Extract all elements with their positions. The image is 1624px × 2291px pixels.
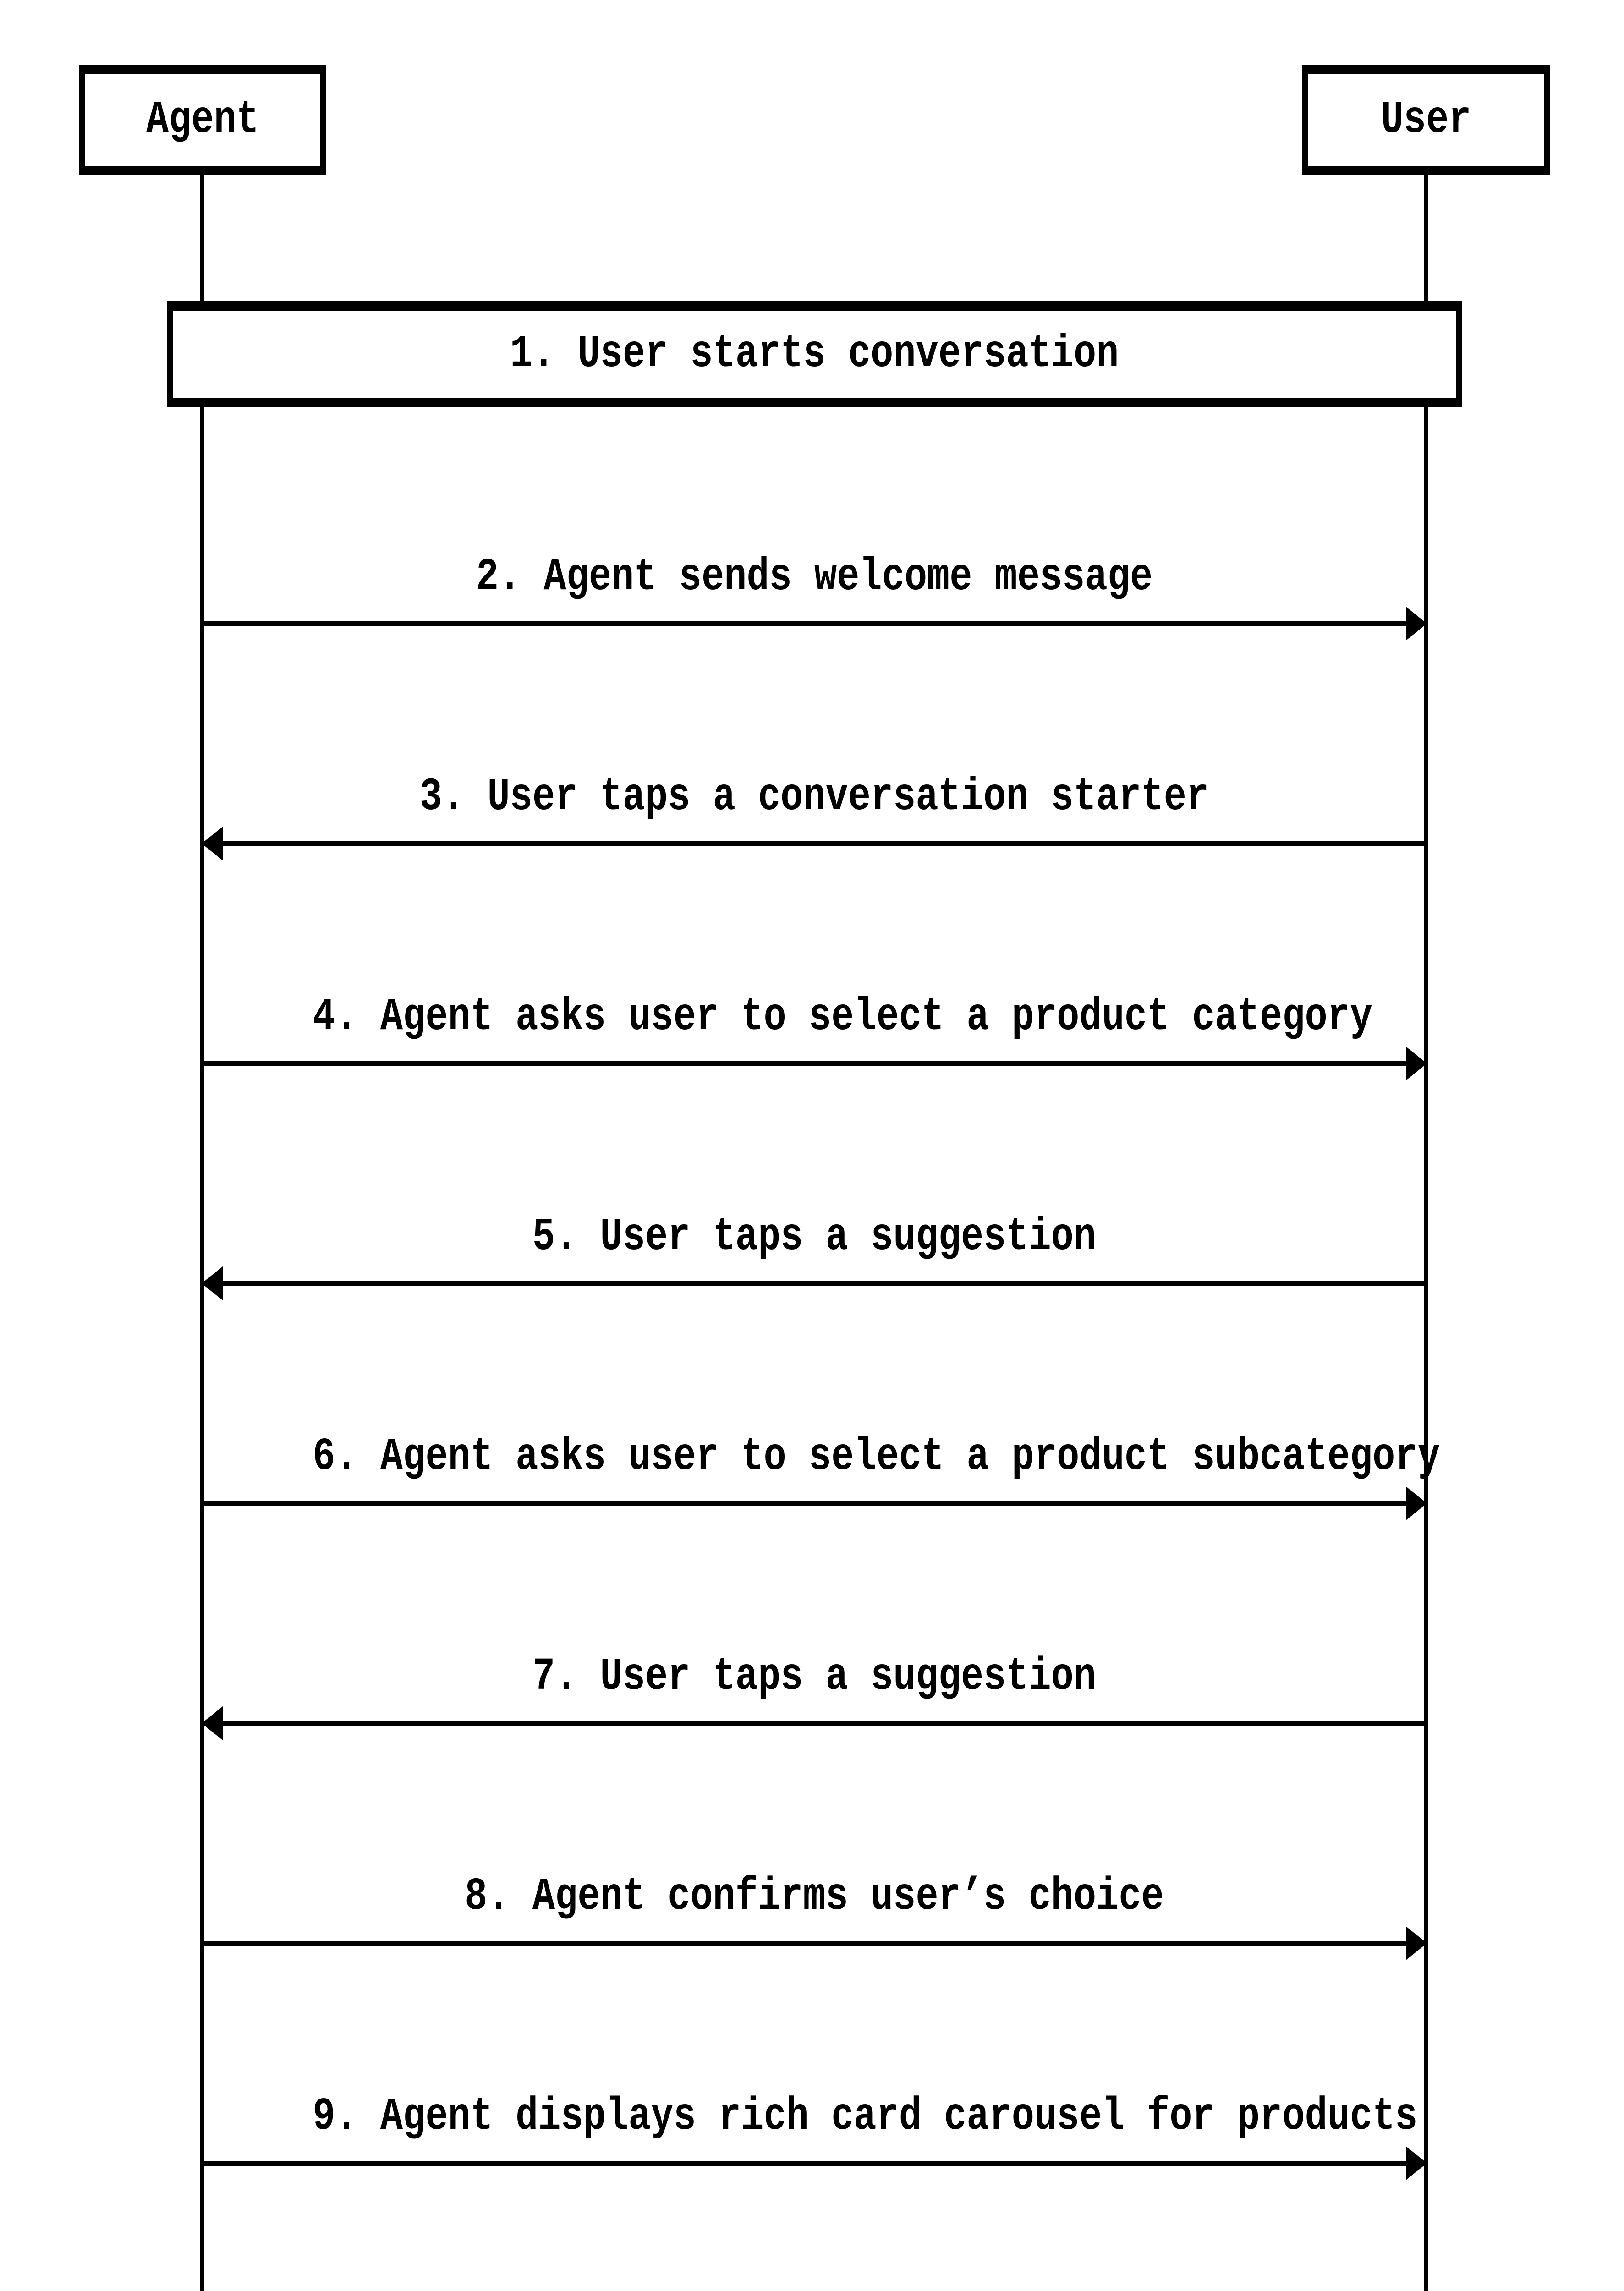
- message-label: 5. User taps a suggestion: [532, 1211, 1097, 1263]
- message-arrow-line: [203, 2161, 1426, 2166]
- message-arrow-line: [203, 1501, 1426, 1506]
- arrowhead-left-icon: [202, 1266, 223, 1300]
- user-lifeline: [1424, 175, 1428, 2291]
- message-arrow-line: [203, 1721, 1426, 1726]
- message-arrow-line: [203, 841, 1426, 846]
- note-banner: 1. User starts conversation: [167, 301, 1462, 407]
- arrowhead-right-icon: [1406, 607, 1427, 641]
- message-label: 6. Agent asks user to select a product s…: [313, 1431, 1440, 1483]
- agent-lifeline: [200, 175, 204, 2291]
- actor-box-agent-top: Agent: [79, 65, 326, 175]
- message-label: 9. Agent displays rich card carousel for…: [313, 2091, 1418, 2143]
- arrowhead-left-icon: [202, 1706, 223, 1740]
- message-label: 2. Agent sends welcome message: [476, 552, 1153, 603]
- message-label: 7. User taps a suggestion: [532, 1651, 1097, 1703]
- note-label: 1. User starts conversation: [510, 328, 1119, 380]
- message-label: 3. User taps a conversation starter: [419, 772, 1209, 823]
- arrowhead-right-icon: [1406, 2146, 1427, 2180]
- message-arrow-line: [203, 1061, 1426, 1066]
- message-label: 4. Agent asks user to select a product c…: [313, 992, 1373, 1043]
- arrowhead-right-icon: [1406, 1926, 1427, 1960]
- message-arrow-line: [203, 1281, 1426, 1286]
- arrowhead-right-icon: [1406, 1486, 1427, 1520]
- arrowhead-right-icon: [1406, 1047, 1427, 1080]
- message-arrow-line: [203, 1941, 1426, 1946]
- actor-label-user: User: [1381, 94, 1471, 146]
- message-label: 8. Agent confirms user’s choice: [465, 1871, 1164, 1923]
- arrowhead-left-icon: [202, 827, 223, 860]
- actor-box-user-top: User: [1302, 65, 1550, 175]
- actor-label-agent: Agent: [146, 94, 259, 146]
- message-arrow-line: [203, 621, 1426, 626]
